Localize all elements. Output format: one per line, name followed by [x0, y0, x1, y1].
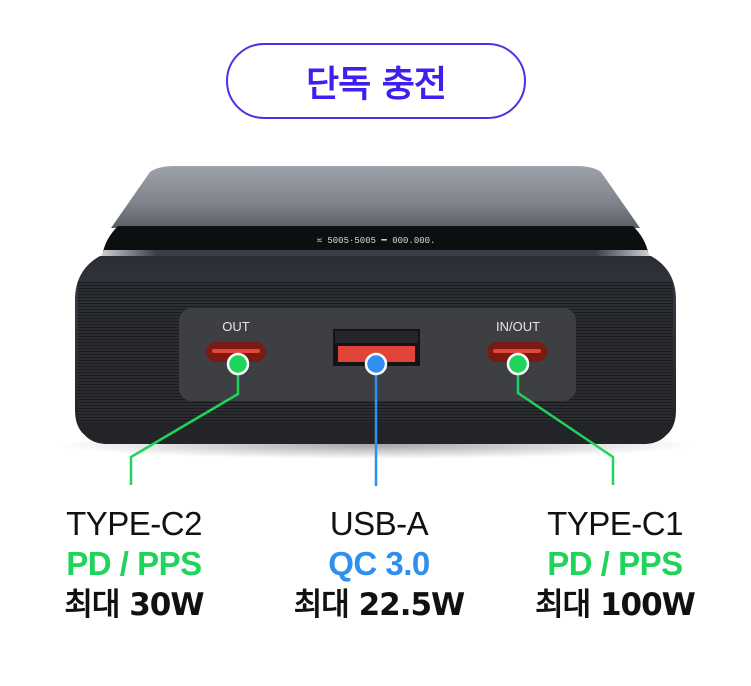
spec-type-c2: TYPE-C2 PD / PPS 최대 30W	[24, 504, 244, 626]
marker-dot-type-c2	[226, 352, 250, 376]
power-bank-image: ≍ 5005·5005 ━ 000.000. OUT IN/OUT	[56, 166, 696, 486]
protocol-label: PD / PPS	[547, 545, 683, 582]
marker-dot-usb-a	[364, 352, 388, 376]
port-label-in-out: IN/OUT	[496, 319, 540, 334]
port-label-out: OUT	[222, 319, 250, 334]
marker-dot-type-c1	[506, 352, 530, 376]
max-power: 최대 22.5W	[293, 587, 466, 623]
leader-line-type-c1	[516, 363, 615, 485]
leader-line-type-c2	[129, 363, 240, 485]
usb-c-port-right	[487, 342, 547, 362]
spec-type-c1: TYPE-C1 PD / PPS 최대 100W	[505, 504, 725, 626]
protocol-label: PD / PPS	[66, 545, 202, 582]
protocol-label: QC 3.0	[328, 545, 430, 582]
max-power: 최대 30W	[64, 587, 204, 623]
title-badge: 단독 충전	[226, 43, 526, 119]
spec-usb-a: USB-A QC 3.0 최대 22.5W	[269, 504, 489, 626]
port-name: TYPE-C2	[66, 505, 202, 542]
port-name: TYPE-C1	[547, 505, 683, 542]
max-power: 최대 100W	[535, 587, 696, 623]
port-name: USB-A	[329, 505, 429, 542]
display-readout: ≍ 5005·5005 ━ 000.000.	[317, 236, 436, 246]
page-title: 단독 충전	[305, 64, 447, 105]
usb-c-port-left	[206, 342, 266, 362]
